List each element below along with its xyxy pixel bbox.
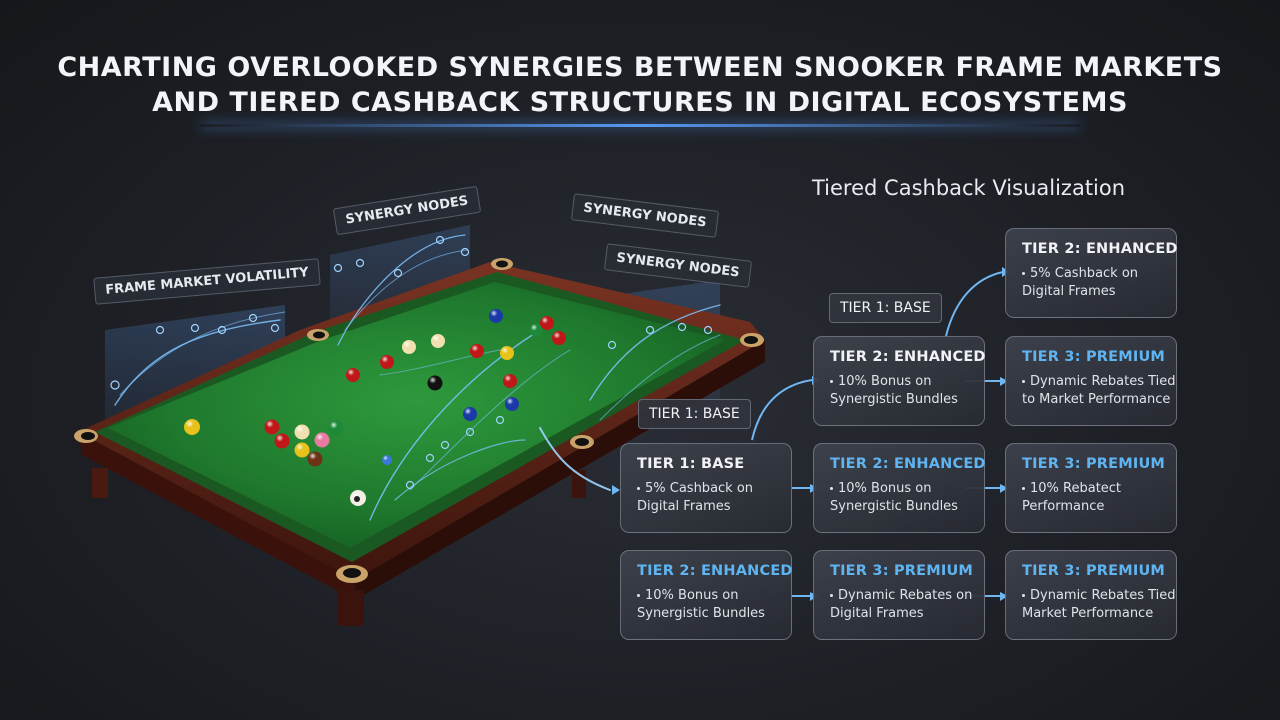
tier-card-line: Digital Frames (1022, 284, 1116, 299)
visualization-heading: Tiered Cashback Visualization (812, 176, 1126, 200)
ball (431, 334, 445, 348)
ball (500, 346, 514, 360)
tier-card-line: Synergistic Bundles (637, 606, 765, 621)
ball (382, 455, 392, 465)
tier-card: TIER 1: BASE 5% Cashback on Digital Frame… (620, 443, 792, 533)
tier-card-line: Dynamic Rebates on (838, 588, 973, 603)
page-title-line-1: CHARTING OVERLOOKED SYNERGIES BETWEEN SN… (57, 52, 1223, 83)
ball (328, 420, 344, 436)
tier-card-title: TIER 2: ENHANCED (1022, 241, 1178, 257)
ball (350, 490, 366, 506)
tier-card: TIER 2: ENHANCED 10% Bonus on Synergistic… (813, 336, 985, 426)
table-frame (78, 262, 765, 626)
ball (402, 340, 416, 354)
ball (505, 397, 519, 411)
tier-card-line: Market Performance (1022, 606, 1154, 621)
tier-card-line: 10% Bonus on (645, 588, 739, 603)
ball (470, 344, 484, 358)
table-pockets (74, 258, 764, 583)
ball (184, 419, 200, 435)
ball (503, 374, 517, 388)
trajectory-nodes (110, 235, 713, 490)
ball (552, 331, 566, 345)
tier-1-base-label-top: TIER 1: BASE (829, 293, 942, 323)
tier-card-title: TIER 1: BASE (637, 456, 745, 472)
ball (540, 316, 554, 330)
tier-card-line: Dynamic Rebates Tied (1030, 588, 1176, 603)
tier-card-line: Digital Frames (637, 499, 731, 514)
ball (294, 424, 310, 440)
tier-card-line: Performance (1022, 499, 1105, 514)
tier-card-line: Dynamic Rebates Tied (1030, 374, 1176, 389)
tier-1-base-label-mid: TIER 1: BASE (638, 399, 751, 429)
tier-card-title: TIER 3: PREMIUM (830, 563, 974, 579)
tier-card-line: Synergistic Bundles (830, 392, 958, 407)
page-title-line-2: AND TIERED CASHBACK STRUCTURES IN DIGITA… (152, 87, 1128, 118)
tier-card-line: to Market Performance (1022, 392, 1171, 407)
tier-card: TIER 2: ENHANCED 10% Bonus on Synergistic… (620, 550, 792, 640)
ball (314, 432, 330, 448)
tier-card-title: TIER 3: PREMIUM (1022, 456, 1166, 472)
tier-card: TIER 2: ENHANCED 10% Bonus on Synergistic… (813, 443, 985, 533)
ball (294, 442, 310, 458)
tier-card-title: TIER 3: PREMIUM (1022, 563, 1166, 579)
ball (264, 419, 280, 435)
tier-card-line: 10% Bonus on (838, 481, 932, 496)
tier-card: TIER 3: PREMIUM Dynamic Rebates on Digita… (813, 550, 985, 640)
tier-card-title: TIER 3: PREMIUM (1022, 349, 1166, 365)
tier-card-title: TIER 2: ENHANCED (830, 456, 986, 472)
tier-card-line: 10% Rebatect (1030, 481, 1122, 496)
ball (380, 355, 394, 369)
tier-card-line: 5% Cashback on (1030, 266, 1139, 281)
tier-card-line: Digital Frames (830, 606, 924, 621)
tier-card: TIER 3: PREMIUM Dynamic Rebates Tied to M… (1005, 336, 1177, 426)
tier-card-line: 10% Bonus on (838, 374, 932, 389)
ball (274, 433, 290, 449)
tier-card-title: TIER 2: ENHANCED (830, 349, 986, 365)
tier-card-title: TIER 2: ENHANCED (637, 563, 793, 579)
ball (427, 375, 443, 391)
tier-card-line: Synergistic Bundles (830, 499, 958, 514)
snooker-balls (184, 309, 566, 506)
title-underline-glow (200, 124, 1080, 127)
ball (529, 323, 543, 337)
ball (463, 407, 477, 421)
ball (489, 309, 503, 323)
ball (346, 368, 360, 382)
page-title: CHARTING OVERLOOKED SYNERGIES BETWEEN SN… (0, 50, 1280, 120)
ball (307, 451, 323, 467)
tier-card-line: 5% Cashback on (645, 481, 754, 496)
tier-card: TIER 2: ENHANCED 5% Cashback on Digital F… (1005, 228, 1177, 318)
